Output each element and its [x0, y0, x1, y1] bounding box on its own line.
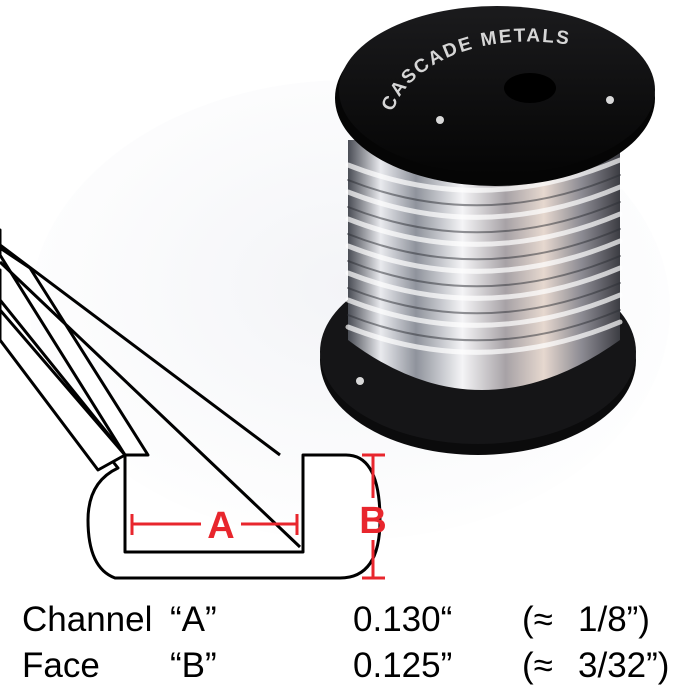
spool-hole-bottom — [356, 377, 364, 385]
spool-hole-right — [606, 96, 614, 104]
channel-back-face — [0, 228, 150, 457]
spec-name: Channel — [22, 600, 153, 639]
dimension-b — [362, 453, 385, 580]
channel-inner-edge — [0, 243, 302, 549]
spec-name: Face — [22, 646, 100, 685]
spool-hub — [504, 73, 556, 103]
spec-letter: “B” — [170, 646, 217, 685]
dimension-b-label: B — [359, 500, 386, 542]
spool-hole-left — [436, 116, 444, 124]
spec-value: 0.130“ — [353, 600, 453, 639]
channel-lip — [0, 308, 127, 472]
wire-coil — [345, 140, 623, 390]
solder-spool: CASCADE METALS — [320, 6, 655, 455]
spec-letter: “A” — [170, 600, 217, 639]
spec-approx-open: (≈ — [522, 600, 553, 639]
u-channel-diagram — [0, 228, 382, 580]
spec-row-channel: Channel “A” 0.130“ (≈ 1/8”) — [0, 600, 700, 640]
spec-approx-fraction: 3/32”) — [578, 646, 670, 685]
channel-front-face — [0, 268, 382, 580]
spec-row-face: Face “B” 0.125” (≈ 3/32”) — [0, 646, 700, 686]
spec-approx-open: (≈ — [522, 646, 553, 685]
spec-approx-fraction: 1/8”) — [578, 600, 650, 639]
dimension-a-label: A — [207, 505, 234, 547]
dimension-a — [130, 514, 299, 535]
spool-top-flange — [339, 6, 655, 174]
spec-value: 0.125” — [353, 646, 453, 685]
